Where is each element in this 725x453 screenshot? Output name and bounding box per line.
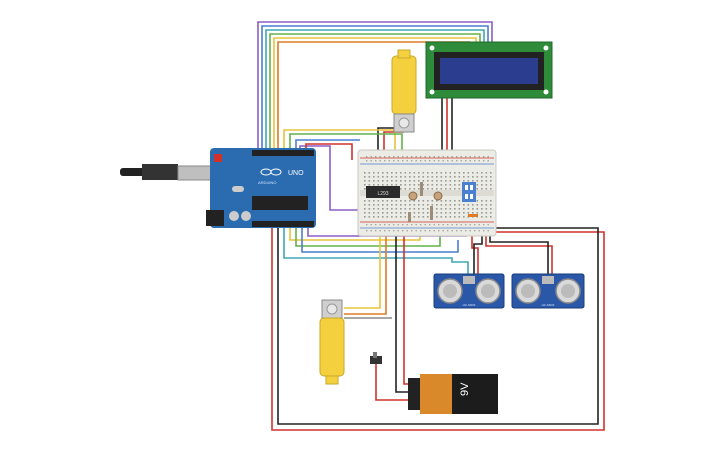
wire-ard-bb-3 — [295, 139, 360, 150]
usb-cable-plug — [120, 168, 146, 176]
resistor-3 — [408, 212, 411, 222]
driver-chip-label: L293 — [377, 191, 388, 197]
wire-motor-bot-a — [344, 226, 387, 315]
wire-ard-bb-4 — [299, 145, 372, 211]
wire-sensor1-gnd — [473, 236, 483, 276]
board-model-label: UNO — [288, 170, 304, 177]
dc-motor-top — [391, 49, 417, 133]
resistor-1 — [420, 182, 423, 196]
wire-lcd-4 — [269, 33, 481, 150]
wire-batt-pos-2 — [403, 226, 410, 385]
wire-bot-2 — [295, 228, 441, 247]
wire-sensor2-vcc — [485, 236, 553, 276]
lcd-display — [425, 41, 553, 99]
wire-ard-bb-5 — [305, 143, 353, 160]
sensor-1-label: HC-SR04 — [463, 303, 476, 307]
motor-driver-chip: L293 — [366, 186, 400, 198]
wire-motor-bot-b — [344, 226, 381, 309]
wire-lcd-5 — [273, 37, 477, 150]
battery-9v: 9V — [408, 374, 498, 414]
board-brand-label: ARDUINO — [258, 180, 276, 185]
wire-lcd-3 — [265, 29, 485, 150]
wire-lcd-1 — [257, 21, 493, 150]
wire-outer-red — [271, 228, 605, 431]
resistor-2 — [430, 206, 433, 220]
wire-lcd-6 — [277, 41, 470, 150]
sensor-2-label: HC-SR04 — [542, 303, 555, 307]
dc-motor-bottom — [319, 299, 345, 385]
wires — [257, 21, 605, 431]
wire-sensor1-vcc — [471, 236, 479, 276]
wire-sensor2-gnd — [489, 236, 549, 276]
ultrasonic-sensor-1: HC-SR04 — [433, 273, 505, 309]
wire-outer-black — [277, 227, 599, 425]
ultrasonic-sensor-2: HC-SR04 — [511, 273, 585, 309]
potentiometer-1 — [408, 191, 418, 201]
breadboard-holes — [364, 156, 492, 232]
breadboard — [357, 149, 497, 237]
wire-bot-3 — [283, 228, 469, 276]
wire-lcd-2 — [261, 25, 489, 150]
wire-batt-neg — [395, 226, 410, 393]
potentiometer-2 — [433, 191, 443, 201]
wire-batt-pos — [375, 362, 410, 401]
battery-label: 9V — [459, 382, 471, 396]
arduino-uno-board: UNO ARDUINO — [120, 148, 316, 228]
slide-switch — [370, 352, 382, 364]
resistor-4 — [468, 214, 478, 217]
dip-switch — [462, 182, 476, 202]
breadboard-components — [408, 182, 478, 222]
